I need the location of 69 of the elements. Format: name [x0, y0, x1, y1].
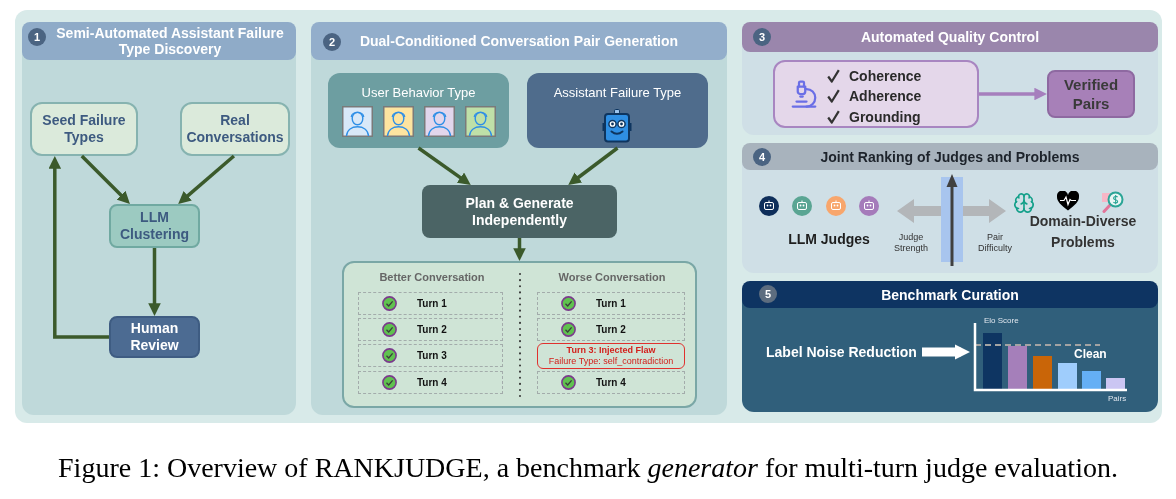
turn-label: Turn 3: Injected Flaw [566, 345, 656, 356]
node-label: User Behavior Type [360, 85, 477, 101]
panel [311, 22, 727, 415]
panel-title: Dual-Conditioned Conversation Pair Generation [359, 33, 679, 49]
criterion-label: Coherence [849, 67, 922, 85]
process-box [30, 102, 138, 156]
turn-label: Turn 1 [417, 297, 447, 310]
turn-label: Turn 2 [596, 323, 626, 336]
axis-label: Judge Strength [893, 232, 929, 254]
node-label: LLM Clustering [118, 209, 191, 243]
step-number: 4 [753, 148, 771, 166]
node-label: Seed Failure Types [41, 112, 127, 146]
process-box [109, 316, 200, 358]
node-label: Plan & Generate Independently [464, 194, 575, 229]
turn-row [537, 292, 685, 315]
input-card [527, 73, 708, 148]
criterion-label: Adherence [849, 87, 922, 105]
arrow [48, 156, 109, 339]
node-label: Human Review [129, 320, 180, 354]
turn-label: Turn 4 [596, 376, 626, 389]
turn-row [358, 292, 503, 315]
panel-title: Semi-Automated Assistant Failure Type Discovery [55, 25, 285, 57]
arrow [568, 146, 619, 186]
turn-row [537, 318, 685, 341]
arrow [417, 146, 471, 185]
failure-type-label: Failure Type: self_contradiction [548, 356, 674, 367]
node-label: Real Conversations [186, 112, 284, 146]
group-label: LLM Judges [787, 231, 871, 248]
arrow [148, 248, 161, 316]
process-box [109, 204, 200, 248]
group-label: Domain-Diverse Problems [1028, 212, 1138, 252]
turn-row [358, 344, 503, 367]
criteria-box [773, 60, 979, 128]
input-card [328, 73, 509, 148]
turn-row [358, 371, 503, 394]
panel [742, 143, 1158, 273]
figure-caption: Figure 1: Overview of RANKJUDGE, a benchmark generator for multi-turn judge evaluation. [58, 452, 1118, 483]
process-box [422, 185, 617, 238]
conversation-panel [342, 261, 697, 408]
arrow [80, 154, 130, 205]
turn-row [537, 371, 685, 394]
step-number: 5 [759, 285, 777, 303]
flawed-turn-row [537, 343, 685, 369]
turn-label: Turn 4 [417, 376, 447, 389]
process-box [180, 102, 290, 156]
arrow [513, 238, 526, 261]
turn-label: Turn 2 [417, 323, 447, 336]
node-label: Assistant Failure Type [552, 85, 683, 101]
panel-title: Joint Ranking of Judges and Problems [820, 148, 1080, 165]
node-label: Verified Pairs [1062, 75, 1120, 113]
column-heading: Better Conversation [378, 270, 486, 284]
step-number: 1 [28, 28, 46, 46]
axis-label: Pair Difficulty [977, 232, 1013, 254]
panel-title: Automated Quality Control [860, 29, 1040, 45]
step-number: 2 [323, 33, 341, 51]
turn-label: Turn 1 [596, 297, 626, 310]
arrow [922, 344, 970, 360]
column-heading: Worse Conversation [557, 270, 667, 284]
panel [22, 22, 296, 415]
panel-title: Benchmark Curation [881, 286, 1019, 303]
arrow [178, 154, 236, 205]
panel [742, 22, 1158, 135]
step-label: Label Noise Reduction [766, 341, 922, 363]
criterion-label: Grounding [849, 108, 921, 126]
process-box [1047, 70, 1135, 118]
turn-row [358, 318, 503, 341]
arrow [979, 87, 1047, 101]
turn-label: Turn 3 [417, 349, 447, 362]
step-number: 3 [753, 28, 771, 46]
